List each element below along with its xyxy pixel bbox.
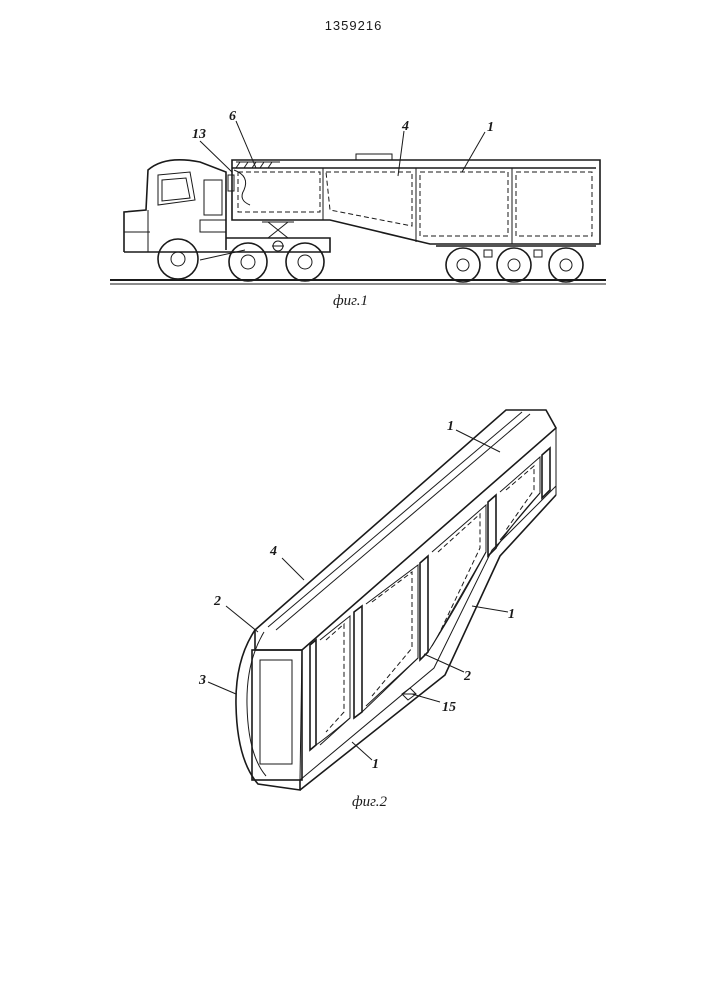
leader-fig2-1-mid <box>472 606 508 612</box>
leader-fig2-2-right <box>424 654 464 672</box>
tractor-chassis <box>124 238 330 252</box>
rib-frames <box>310 448 550 750</box>
bolt-15 <box>402 688 416 700</box>
figure-2: 1 4 2 3 1 2 15 1 фиг.2 <box>198 410 556 810</box>
leader-1 <box>462 132 485 172</box>
top-panel <box>255 410 556 780</box>
leader-4 <box>398 131 404 176</box>
fig2-label-2-right: 2 <box>463 669 471 684</box>
fig2-label-15: 15 <box>442 700 456 715</box>
fig2-label-3: 3 <box>198 673 206 688</box>
leader-fig2-2-left <box>226 606 258 632</box>
leader-fig2-1-bottom <box>352 742 372 760</box>
fig2-label-1-mid: 1 <box>508 607 515 622</box>
trailer-bogie <box>436 246 596 282</box>
leader-fig2-4 <box>282 558 304 580</box>
figure-1-caption: фиг.1 <box>333 293 368 309</box>
figure-1: 13 6 4 1 фиг.1 <box>110 109 606 309</box>
label-13: 13 <box>192 127 206 142</box>
label-1: 1 <box>487 120 494 135</box>
fig2-label-2-left: 2 <box>213 594 221 609</box>
tractor-wheels <box>158 239 324 281</box>
front-wall <box>236 630 300 790</box>
figure-2-caption: фиг.2 <box>352 794 388 810</box>
leader-fig2-3 <box>208 682 236 694</box>
fifth-wheel-coupling <box>262 222 294 251</box>
front-wall-inner <box>247 632 266 776</box>
tractor-cab <box>124 160 226 252</box>
label-6: 6 <box>229 109 236 124</box>
fig2-label-1-bottom: 1 <box>372 757 379 772</box>
trailer-body <box>228 154 600 244</box>
fig2-label-1-top: 1 <box>447 419 454 434</box>
front-frame <box>252 650 302 780</box>
label-4: 4 <box>401 119 409 134</box>
fig2-label-4: 4 <box>269 544 277 559</box>
leader-6 <box>236 121 256 168</box>
